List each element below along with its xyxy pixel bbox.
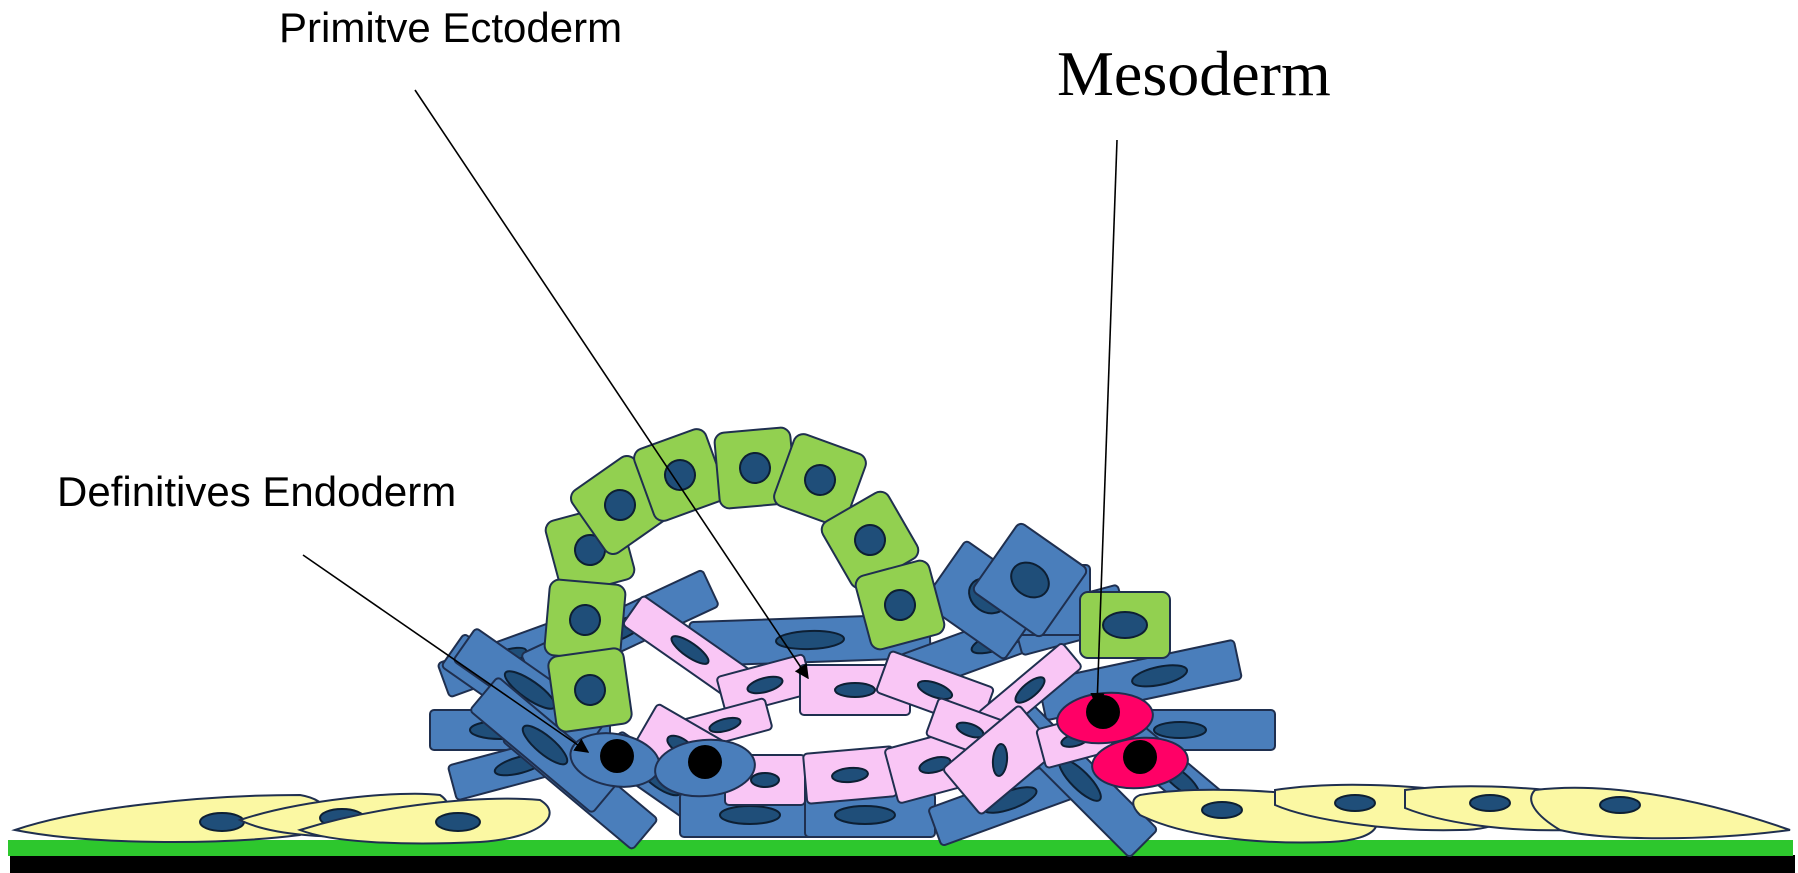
mesoderm-label: Mesoderm — [1057, 38, 1331, 109]
ectoderm-label: Primitve Ectoderm — [279, 4, 622, 51]
yellow-cells-right — [1133, 785, 1790, 843]
substrate-green-bar — [8, 840, 1793, 856]
endoderm-label: Definitives Endoderm — [57, 468, 456, 515]
substrate-black-bar — [10, 855, 1795, 873]
yellow-cells-left — [15, 794, 550, 844]
